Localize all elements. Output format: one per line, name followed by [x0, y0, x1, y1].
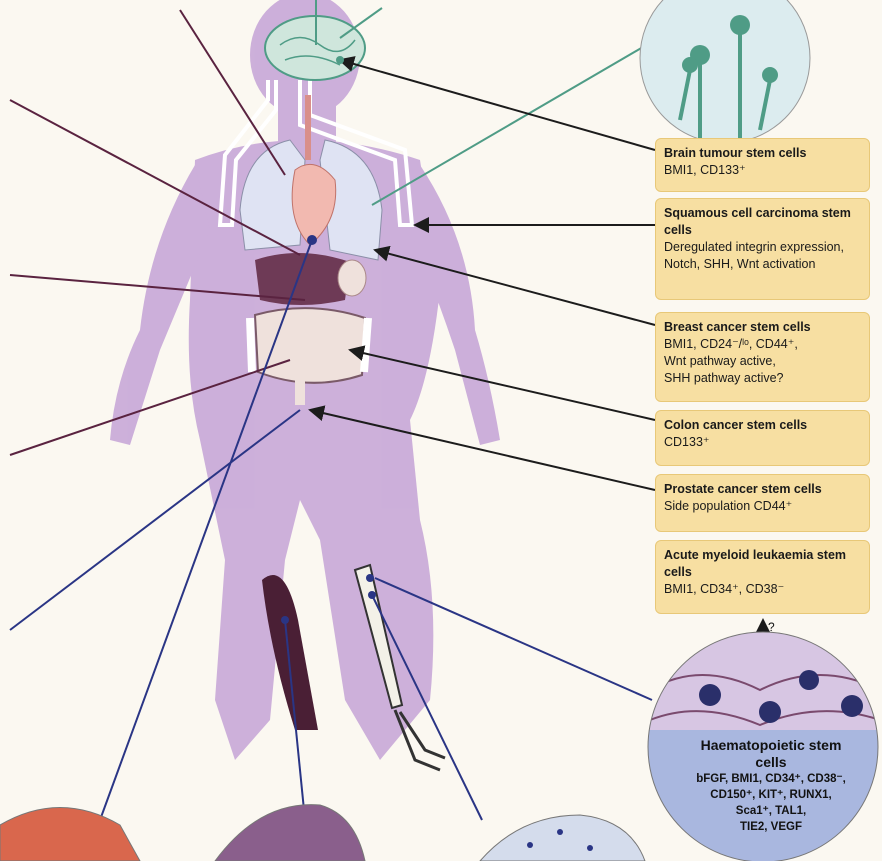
- skin-tissue-magnified: [215, 805, 365, 861]
- breast-title: Breast cancer stem cells: [664, 319, 861, 336]
- squamous-markers: Deregulated integrin expression, Notch, …: [664, 239, 861, 273]
- brain-tumour-markers: BMI1, CD133⁺: [664, 162, 861, 179]
- brain-tumour-title: Brain tumour stem cells: [664, 145, 861, 162]
- prostate-markers: Side population CD44⁺: [664, 498, 861, 515]
- aml-label: Acute myeloid leukaemia stem cells BMI1,…: [655, 540, 870, 614]
- stomach: [338, 260, 366, 296]
- intestines: [255, 308, 365, 383]
- aml-markers: BMI1, CD34⁺, CD38⁻: [664, 581, 861, 598]
- squamous-label: Squamous cell carcinoma stem cells Dereg…: [655, 198, 870, 300]
- muscle-tissue-magnified: [0, 808, 140, 861]
- hsc-markers: bFGF, BMI1, CD34⁺, CD38⁻, CD150⁺, KIT⁺, …: [686, 771, 856, 835]
- prostate-title: Prostate cancer stem cells: [664, 481, 861, 498]
- hsc-label: Haematopoietic stem cells bFGF, BMI1, CD…: [686, 737, 856, 835]
- brain-tumour-label: Brain tumour stem cells BMI1, CD133⁺: [655, 138, 870, 192]
- colon-label: Colon cancer stem cells CD133⁺: [655, 410, 870, 466]
- breast-label: Breast cancer stem cells BMI1, CD24⁻/ˡᵒ,…: [655, 312, 870, 402]
- breast-markers: BMI1, CD24⁻/ˡᵒ, CD44⁺, Wnt pathway activ…: [664, 336, 861, 387]
- aml-title: Acute myeloid leukaemia stem cells: [664, 547, 861, 581]
- gut-tissue-magnified: [480, 815, 645, 861]
- squamous-title: Squamous cell carcinoma stem cells: [664, 205, 861, 239]
- brain-dot: [336, 56, 344, 64]
- colon-markers: CD133⁺: [664, 434, 861, 451]
- brain-tissue-magnified: [640, 0, 810, 143]
- colon-title: Colon cancer stem cells: [664, 417, 861, 434]
- prostate-label: Prostate cancer stem cells Side populati…: [655, 474, 870, 532]
- hsc-title: Haematopoietic stem cells: [686, 737, 856, 771]
- question-mark: ?: [768, 620, 775, 634]
